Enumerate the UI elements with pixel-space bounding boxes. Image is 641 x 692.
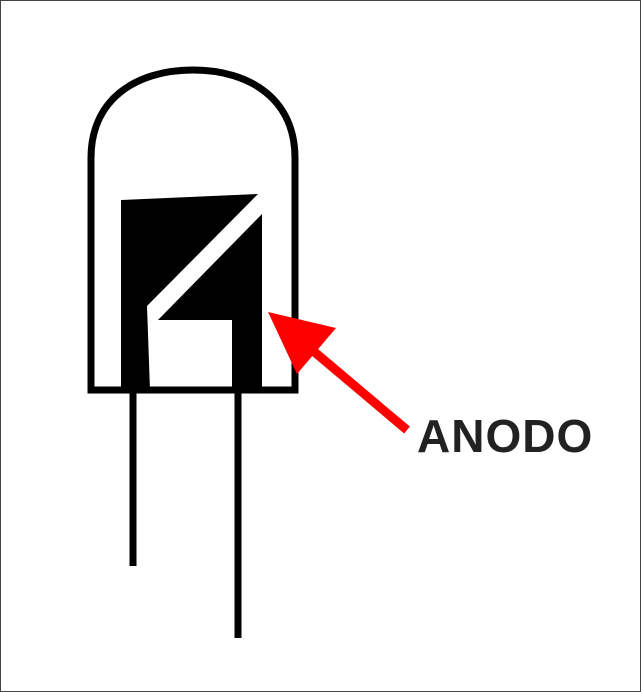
cathode-electrode <box>121 194 258 390</box>
anode-label: ANODO <box>417 410 593 462</box>
led-body-outline <box>87 66 299 394</box>
electrode-gap <box>150 196 264 320</box>
anode-electrode <box>158 214 262 392</box>
pointer-arrow-head <box>268 312 336 374</box>
pointer-arrow-shaft <box>302 340 410 434</box>
